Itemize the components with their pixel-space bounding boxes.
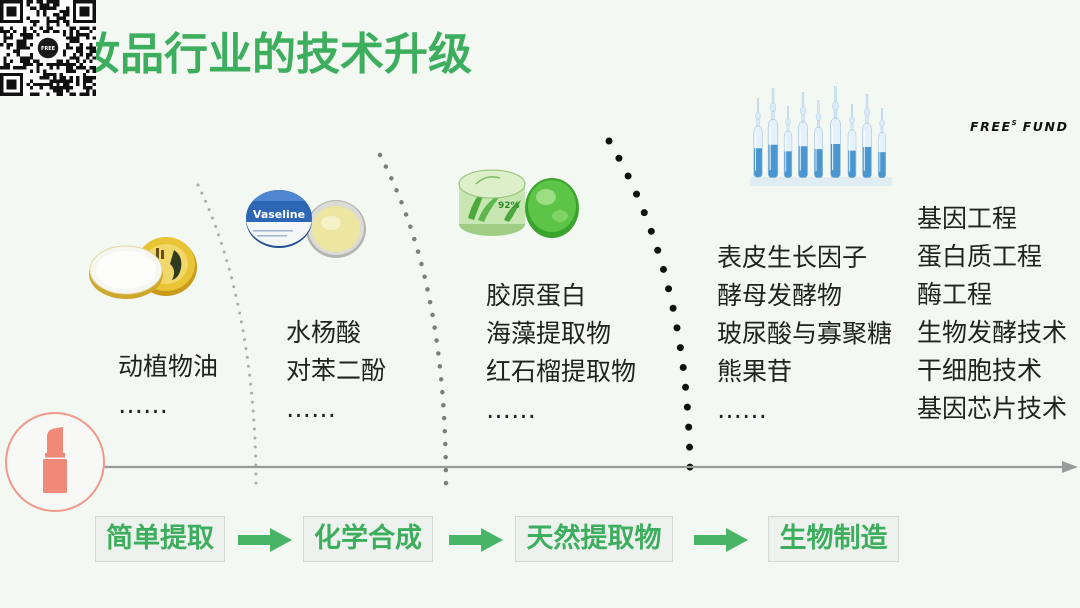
stage-2-items: 水杨酸 对苯二酚 …… xyxy=(286,314,386,428)
qr-finder-patterns xyxy=(0,0,96,96)
stage-divider-2 xyxy=(377,152,449,490)
stage-4-item: 酵母发酵物 xyxy=(717,281,843,310)
stage-5-items: 基因工程 蛋白质工程 酶工程 生物发酵技术 干细胞技术 基因芯片技术 xyxy=(917,200,1067,428)
process-step-1: 简单提取 xyxy=(95,516,225,562)
stage-3-items: 胶原蛋白 海藻提取物 红石榴提取物 …… xyxy=(486,277,636,429)
stage-4-ellipsis: …… xyxy=(717,395,767,424)
stage-4-item: 玻尿酸与寡聚糖 xyxy=(717,319,893,348)
qr-logo-text: FREE xyxy=(41,46,56,52)
vaseline-jar-image: Vaseline xyxy=(246,190,366,258)
stage-4-item: 表皮生长因子 xyxy=(717,243,868,272)
stage-5-item: 蛋白质工程 xyxy=(917,242,1043,271)
stage-2-item: 对苯二酚 xyxy=(286,356,387,385)
green-arrow-right-icon xyxy=(238,528,292,552)
stage-5-item: 干细胞技术 xyxy=(917,356,1043,385)
timeline xyxy=(100,461,1078,473)
stage-3-item: 红石榴提取物 xyxy=(486,357,637,386)
stage-5-item: 基因芯片技术 xyxy=(917,394,1068,423)
stage-5-item: 基因工程 xyxy=(917,204,1018,233)
vaseline-logo-text: Vaseline xyxy=(253,208,305,221)
stage-4-items: 表皮生长因子 酵母发酵物 玻尿酸与寡聚糖 熊果苷 …… xyxy=(717,239,892,429)
brand-name-superscript: S xyxy=(1011,119,1017,127)
slide-title: 化妆品行业的技术升级 xyxy=(32,29,472,80)
stage-5-item: 酶工程 xyxy=(917,280,993,309)
stage-2-ellipsis: …… xyxy=(286,394,336,423)
brand-name: FREES FUND xyxy=(970,114,1069,136)
stage-1-ellipsis: …… xyxy=(118,390,168,419)
aloe-label-text: 92% xyxy=(498,201,520,211)
brand-name-main: FREE xyxy=(970,119,1012,134)
qr-code: FREE xyxy=(0,0,96,96)
stage-1-items: 动植物油 …… xyxy=(118,348,218,424)
stage-2-item: 水杨酸 xyxy=(286,318,362,347)
green-arrow-right-icon xyxy=(449,528,503,552)
ampoule-vials-image xyxy=(750,86,892,186)
stage-3-item: 海藻提取物 xyxy=(486,319,612,348)
process-step-3: 天然提取物 xyxy=(515,516,673,562)
green-arrow-right-icon xyxy=(694,528,748,552)
process-step-2: 化学合成 xyxy=(303,516,433,562)
stage-4-item: 熊果苷 xyxy=(717,357,793,386)
balm-tin-image xyxy=(89,237,197,299)
stage-1-item: 动植物油 xyxy=(118,352,219,381)
process-step-4: 生物制造 xyxy=(768,516,899,562)
stage-3-ellipsis: …… xyxy=(486,395,536,424)
aloe-gel-jars-image: 92% xyxy=(458,169,579,238)
stage-3-item: 胶原蛋白 xyxy=(486,281,587,310)
brand-name-suffix: FUND xyxy=(1022,119,1069,134)
lipstick-icon xyxy=(43,427,67,493)
stage-5-item: 生物发酵技术 xyxy=(917,318,1068,347)
arrow-right-icon xyxy=(1062,461,1078,473)
stage-divider-1 xyxy=(196,183,258,485)
